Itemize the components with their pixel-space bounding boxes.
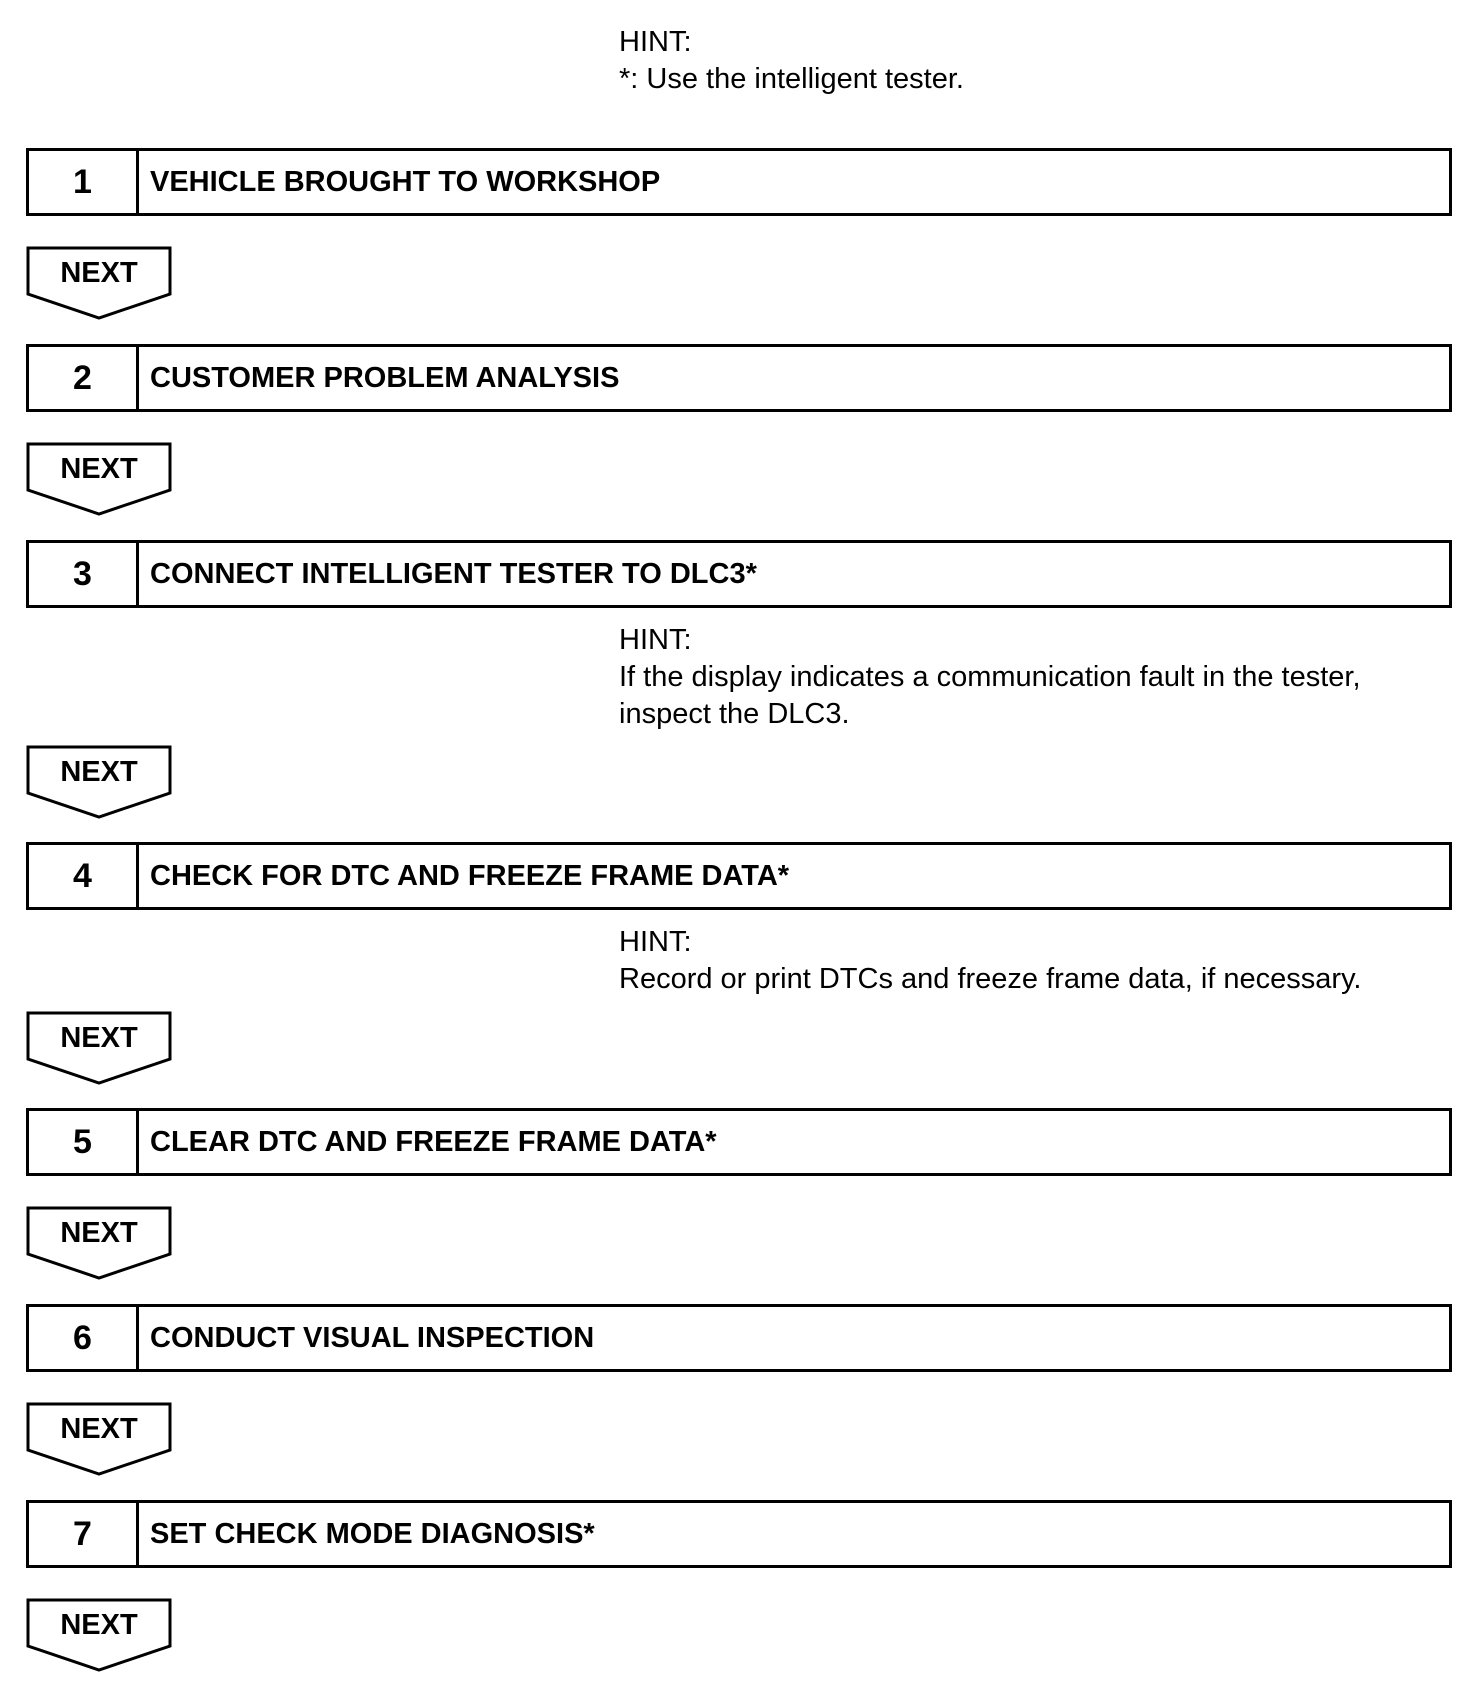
next-arrow-icon	[26, 745, 172, 819]
step-3: 3 CONNECT INTELLIGENT TESTER TO DLC3*	[26, 540, 1452, 608]
step-2: 2 CUSTOMER PROBLEM ANALYSIS	[26, 344, 1452, 412]
step-title: CONNECT INTELLIGENT TESTER TO DLC3*	[150, 557, 757, 590]
next-label: NEXT	[60, 1217, 138, 1249]
next-label: NEXT	[60, 453, 138, 485]
hint-heading: HINT:	[619, 26, 692, 58]
hint-line: *: Use the intelligent tester.	[619, 63, 964, 95]
next-label: NEXT	[60, 756, 138, 788]
step-4-hint: HINT: Record or print DTCs and freeze fr…	[619, 924, 1362, 998]
next-button[interactable]: NEXT	[26, 1206, 172, 1280]
step-title: CONDUCT VISUAL INSPECTION	[150, 1321, 595, 1354]
step-number: 6	[29, 1307, 139, 1369]
next-arrow-icon	[26, 442, 172, 516]
next-arrow-icon	[26, 1402, 172, 1476]
step-title: CUSTOMER PROBLEM ANALYSIS	[150, 361, 620, 394]
next-label: NEXT	[60, 1413, 138, 1445]
step-title: SET CHECK MODE DIAGNOSIS*	[150, 1517, 595, 1550]
hint-line: Record or print DTCs and freeze frame da…	[619, 963, 1362, 995]
step-number: 1	[29, 151, 139, 213]
next-label: NEXT	[60, 1022, 138, 1054]
next-button[interactable]: NEXT	[26, 442, 172, 516]
step-number: 7	[29, 1503, 139, 1565]
step-number: 5	[29, 1111, 139, 1173]
hint-line: If the display indicates a communication…	[619, 661, 1361, 693]
intro-hint: HINT: *: Use the intelligent tester.	[619, 24, 964, 98]
step-title: CLEAR DTC AND FREEZE FRAME DATA*	[150, 1125, 717, 1158]
step-6: 6 CONDUCT VISUAL INSPECTION	[26, 1304, 1452, 1372]
step-title: VEHICLE BROUGHT TO WORKSHOP	[150, 165, 661, 198]
next-arrow-icon	[26, 1206, 172, 1280]
next-button[interactable]: NEXT	[26, 246, 172, 320]
hint-heading: HINT:	[619, 926, 692, 958]
next-label: NEXT	[60, 257, 138, 289]
step-3-hint: HINT: If the display indicates a communi…	[619, 622, 1361, 733]
step-number: 3	[29, 543, 139, 605]
next-button[interactable]: NEXT	[26, 1402, 172, 1476]
step-number: 4	[29, 845, 139, 907]
next-button[interactable]: NEXT	[26, 1598, 172, 1672]
next-arrow-icon	[26, 1011, 172, 1085]
next-arrow-icon	[26, 1598, 172, 1672]
step-number: 2	[29, 347, 139, 409]
next-button[interactable]: NEXT	[26, 745, 172, 819]
step-title: CHECK FOR DTC AND FREEZE FRAME DATA*	[150, 859, 790, 892]
hint-heading: HINT:	[619, 624, 692, 656]
next-arrow-icon	[26, 246, 172, 320]
hint-line: inspect the DLC3.	[619, 698, 850, 730]
next-button[interactable]: NEXT	[26, 1011, 172, 1085]
step-5: 5 CLEAR DTC AND FREEZE FRAME DATA*	[26, 1108, 1452, 1176]
next-label: NEXT	[60, 1609, 138, 1641]
step-7: 7 SET CHECK MODE DIAGNOSIS*	[26, 1500, 1452, 1568]
step-1: 1 VEHICLE BROUGHT TO WORKSHOP	[26, 148, 1452, 216]
step-4: 4 CHECK FOR DTC AND FREEZE FRAME DATA*	[26, 842, 1452, 910]
